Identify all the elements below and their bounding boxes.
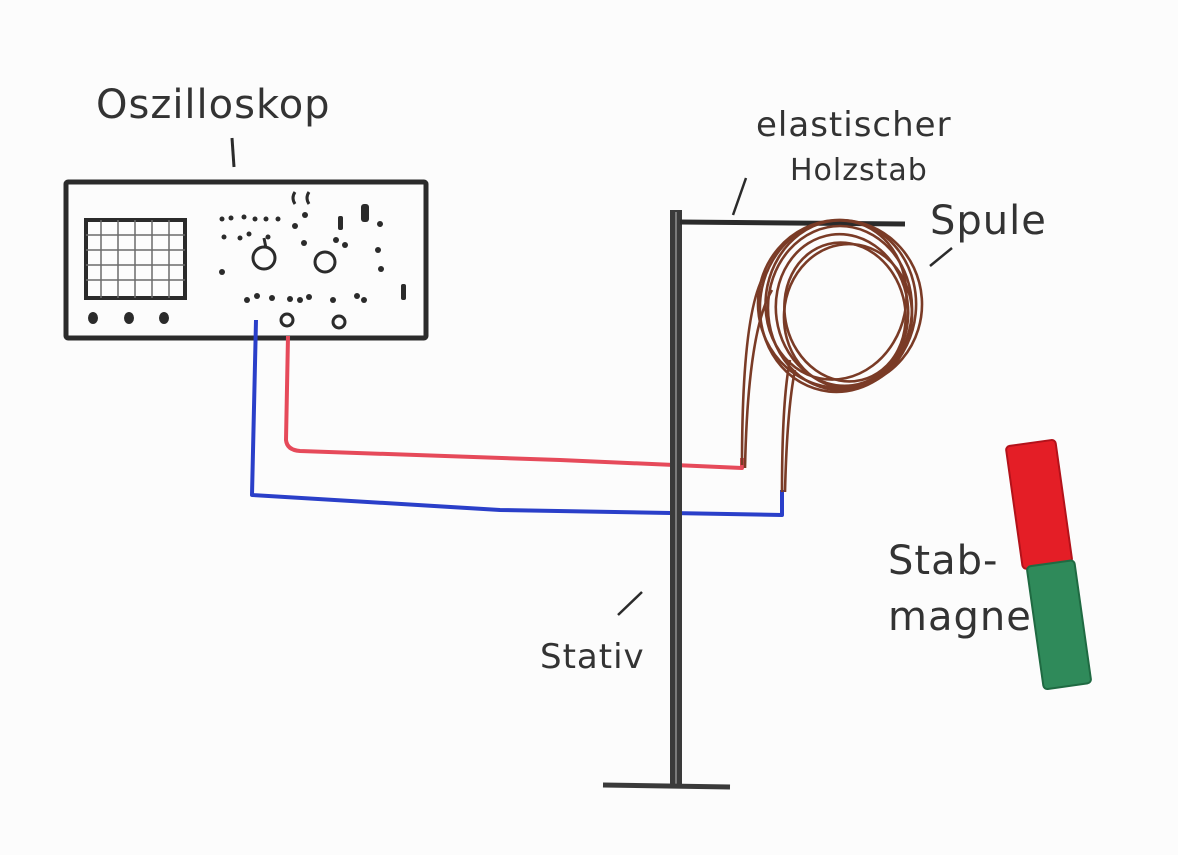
rod-pointer [731, 177, 748, 216]
rod-label-line1: elastischer [756, 105, 952, 145]
magnet-north-pole [1006, 440, 1072, 569]
rod-label-line2: Holzstab [790, 153, 928, 188]
magnet-label-line2: magnet [888, 594, 1049, 640]
stand-icon [602, 210, 906, 790]
coil-label: Spule [930, 198, 1047, 244]
oscilloscope-dials [251, 191, 347, 330]
coil-pointer [929, 247, 953, 267]
stand-label: Stativ [540, 637, 645, 677]
red-wire [284, 335, 744, 470]
oscilloscope-screen [84, 218, 187, 300]
oscilloscope-label: Oszilloskop [96, 82, 331, 128]
coil-lead-left [740, 269, 769, 466]
magnet-label-line1: Stab- [888, 538, 998, 584]
magnet-south-pole [1027, 560, 1091, 689]
blue-wire [250, 319, 784, 517]
coil-lead-right [780, 359, 792, 493]
stand-pointer [617, 591, 643, 616]
oscilloscope-controls [219, 204, 406, 303]
coil-icon [740, 218, 924, 493]
oscilloscope-icon [63, 137, 429, 341]
wooden-rod [679, 219, 906, 227]
bar-magnet-icon [1005, 439, 1092, 690]
oscilloscope-pointer [230, 137, 236, 168]
oscilloscope-bottom-knobs [88, 312, 169, 324]
